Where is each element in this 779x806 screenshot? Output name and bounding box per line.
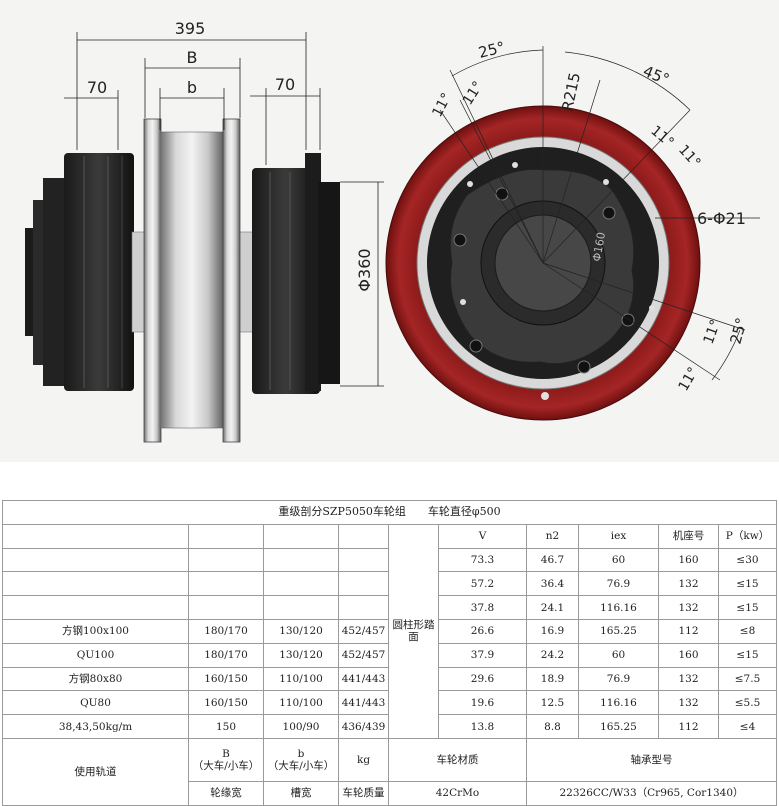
table-row: 方钢100x100 180/170 130/120 452/457 26.6 1…	[2, 618, 778, 644]
side-view: 395 B b 70 70 Φ360	[25, 19, 384, 443]
material-value: 42CrMo	[388, 780, 527, 806]
dim-b-upper: B	[187, 48, 198, 67]
dim-overall-width: 395	[175, 19, 206, 38]
dim-angle-11-c: 11°	[647, 123, 676, 151]
dim-angle-11-f: 11°	[676, 364, 702, 394]
dim-angle-11-b: 11°	[460, 79, 487, 109]
dim-angle-11-d: 11°	[675, 142, 704, 171]
perf-header-iex: iex	[578, 523, 659, 549]
table-row: QU80 160/150 110/100 441/443 19.6 12.5 1…	[2, 690, 778, 716]
wheel-mass-label: 车轮质量	[338, 780, 389, 806]
bearing-label: 轴承型号	[525, 737, 778, 782]
dim-angle-25-top: 25°	[477, 38, 507, 62]
left-bearing-housing	[64, 153, 134, 391]
small-holes	[460, 162, 655, 400]
perf-header-v: V	[438, 523, 527, 549]
wheel-flange-right	[222, 118, 241, 443]
perf-header-power: P（kw）	[717, 523, 778, 549]
dim-inner-diameter: Φ160	[590, 231, 608, 262]
dim-angle-11-a: 11°	[429, 90, 455, 119]
col-kg-header: kg	[338, 737, 389, 782]
material-label: 车轮材质	[388, 737, 527, 782]
dim-angle-45: 45°	[641, 62, 672, 89]
table-row: 38,43,50kg/m 150 100/90 436/439 13.8 8.8…	[2, 714, 778, 739]
dim-radius: R215	[558, 71, 584, 113]
col-B-header: B （大车/小车）	[188, 737, 264, 782]
table-footer-row: 轮缘宽 槽宽 车轮质量 42CrMo 22326CC/W33（Cr965, Co…	[3, 780, 778, 806]
dim-hub-right: 70	[275, 75, 295, 94]
wheel-drawing: 395 B b 70 70 Φ360	[0, 0, 779, 462]
rail-label: 使用轨道	[2, 737, 189, 806]
table-row: QU100 180/170 130/120 452/457 37.9 24.2 …	[2, 642, 778, 668]
tread-type-cell: 圆柱形踏面	[388, 523, 439, 739]
dim-diameter-360: Φ360	[355, 248, 374, 291]
bearing-value: 22326CC/W33（Cr965, Cor1340）	[525, 780, 778, 806]
groove-width-label: 槽宽	[263, 780, 339, 806]
table-row: 57.2 36.4 76.9 132 ≤15 2800	[2, 571, 778, 597]
perf-header-n2: n2	[526, 523, 579, 549]
wheel-tread	[159, 131, 225, 429]
table-title: 重级剖分SZP5050车轮组 车轮直径φ500	[1, 500, 778, 525]
flange-width-label: 轮缘宽	[188, 780, 264, 806]
dim-holes: 6-Φ21	[697, 209, 746, 228]
right-bearing-housing	[252, 168, 320, 394]
table-row: 37.8 24.1 116.16 132 ≤15 2800	[2, 595, 778, 620]
wheel-drawing-svg: 395 B b 70 70 Φ360	[25, 19, 760, 443]
dim-angle-11-e: 11°	[701, 318, 725, 347]
dim-b-lower: b	[187, 78, 197, 97]
wheel-flange-left	[143, 118, 162, 443]
dim-angle-25-right: 25°	[726, 316, 750, 346]
table-footer-row: 使用轨道 B （大车/小车） b （大车/小车） kg 车轮材质 轴承型号	[2, 737, 778, 806]
perf-header-frame: 机座号	[658, 523, 719, 549]
table-row: 73.3 46.7 60 160 ≤30 2800	[2, 547, 778, 573]
bolt-holes	[453, 187, 635, 374]
col-b-header: b （大车/小车）	[263, 737, 339, 782]
front-view: 25° 45° R215 11° 11° 11° 11° 6-Φ21 25° 1…	[385, 38, 760, 421]
dim-hub-left: 70	[87, 78, 107, 97]
table-row: 方钢80x80 160/150 110/100 441/443 29.6 18.…	[2, 666, 778, 692]
spec-table: 重级剖分SZP5050车轮组 车轮直径φ500 圆柱形踏面 V n2 iex 机…	[1, 500, 778, 806]
